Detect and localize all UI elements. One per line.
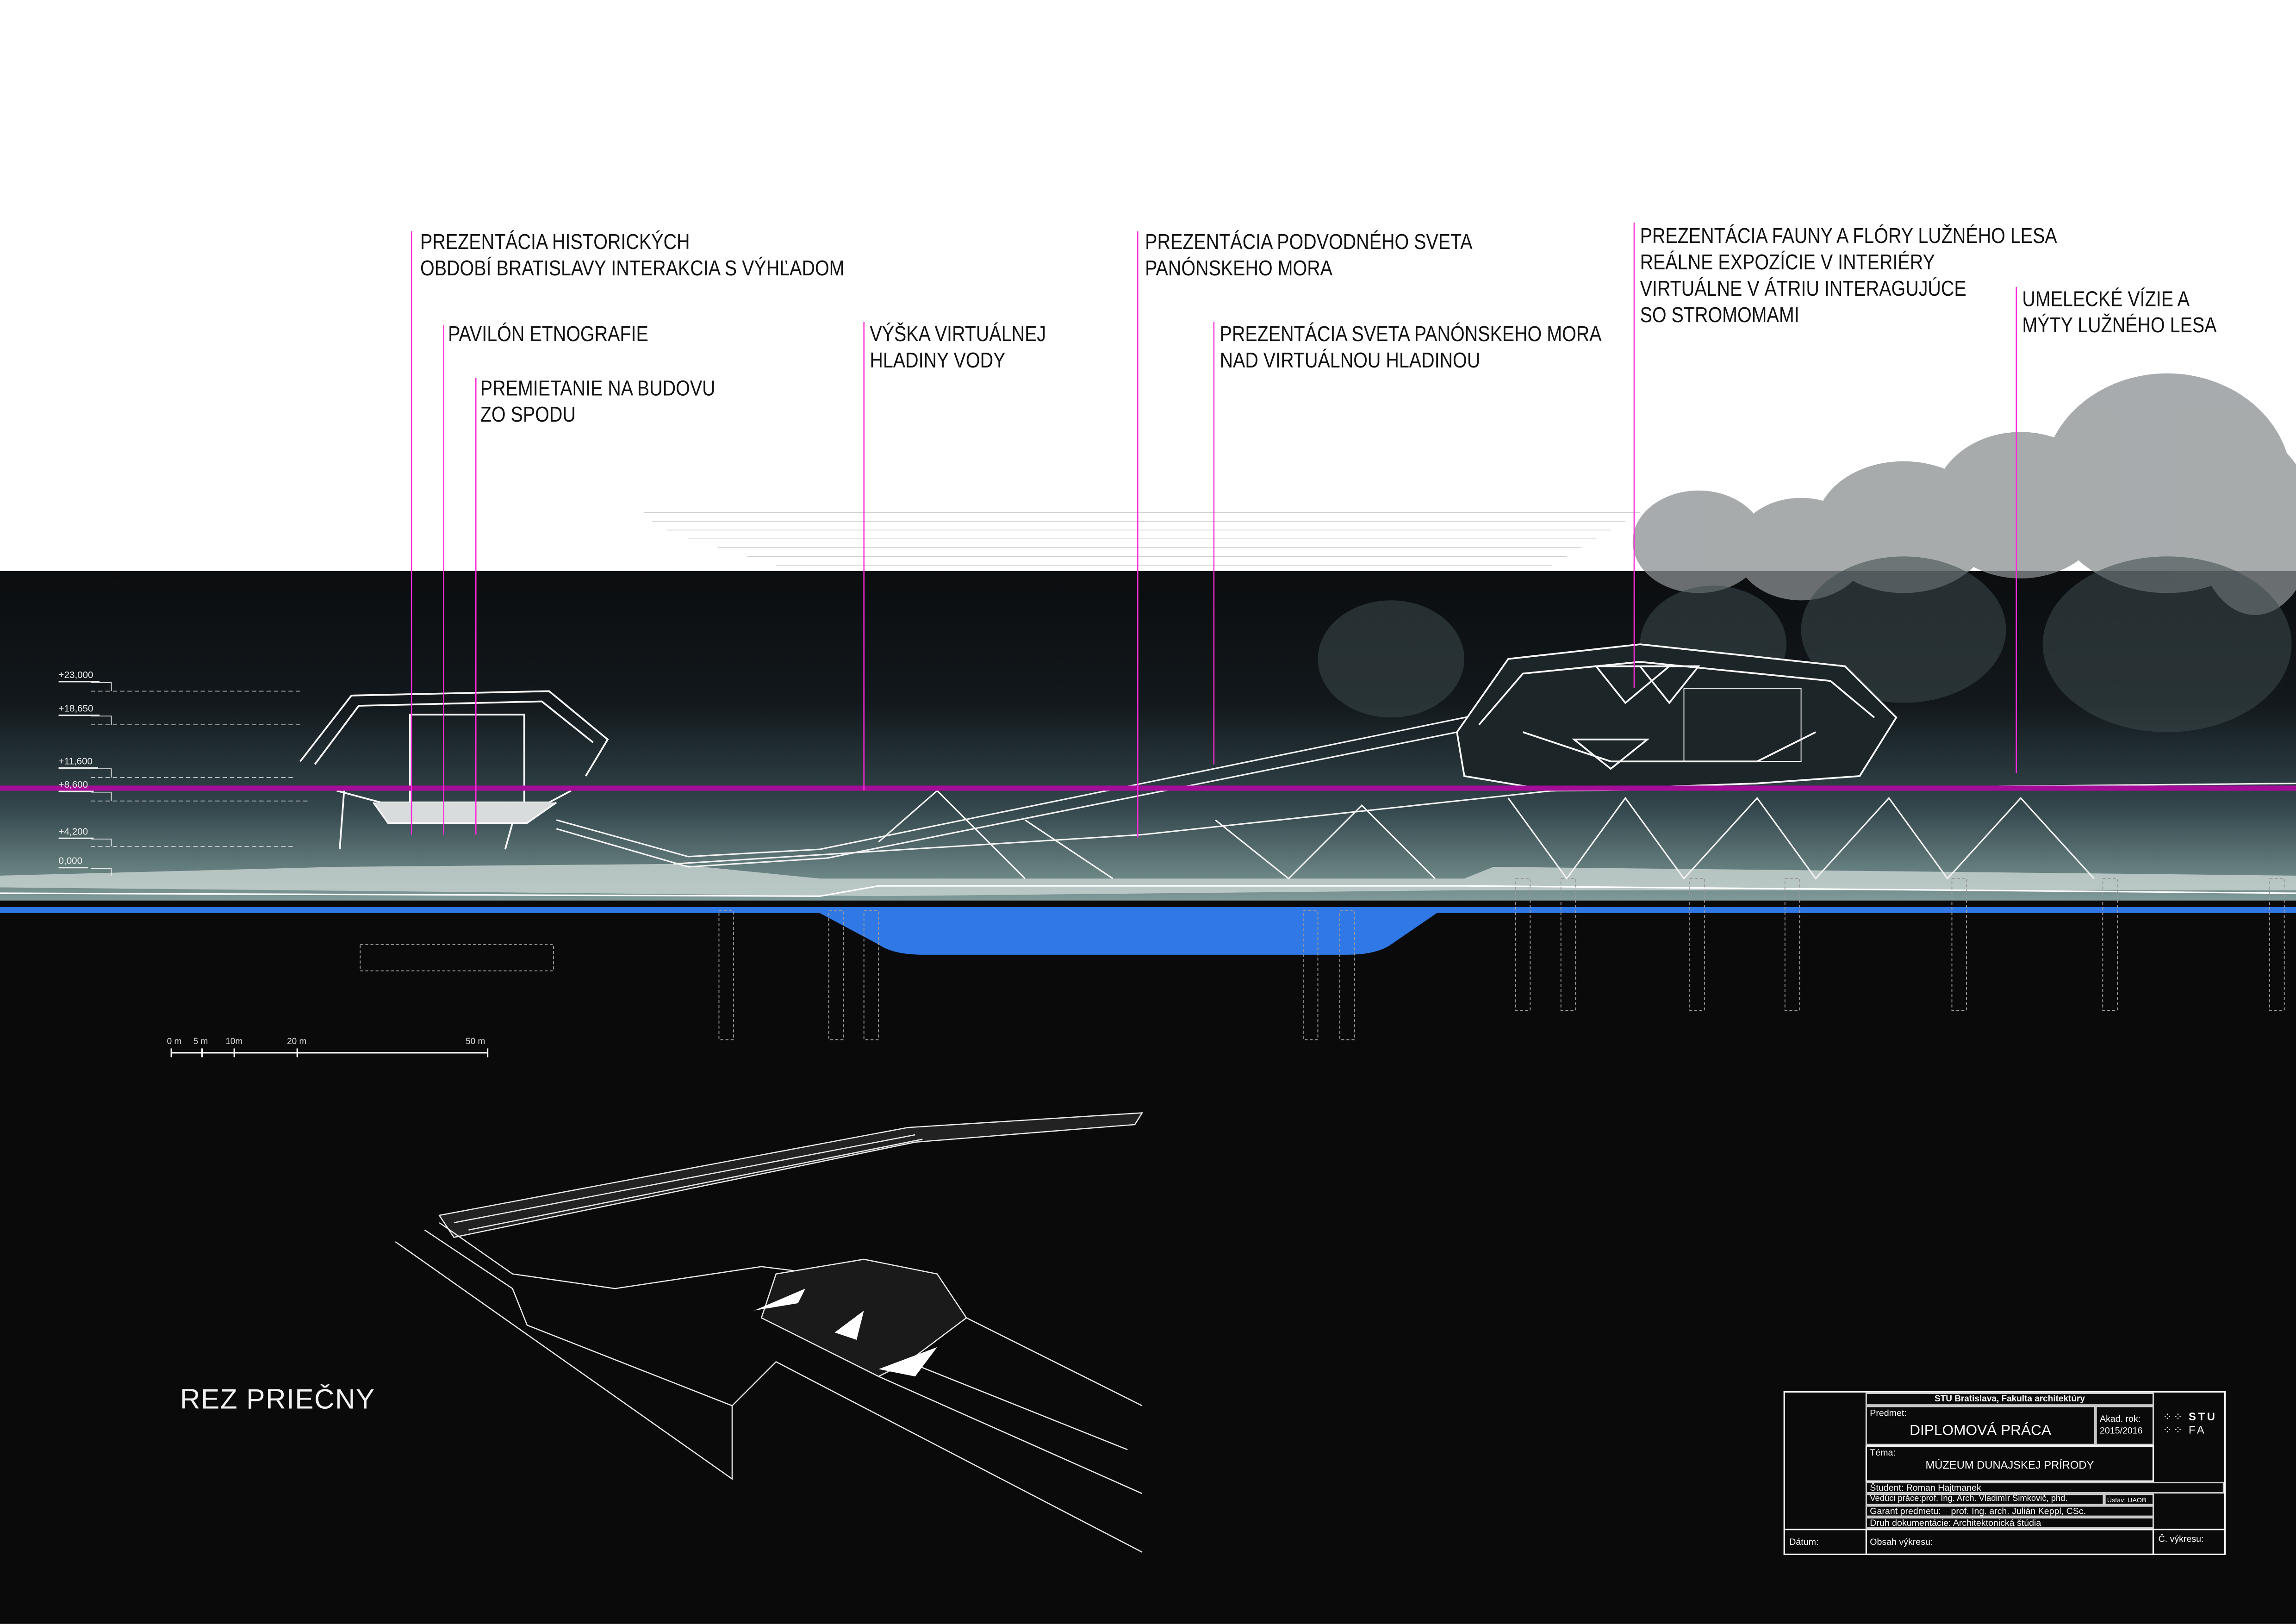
elevation-label: +8,600 (58, 780, 94, 792)
annotation-line: PREZENTÁCIA PODVODNÉHO SVETA (1145, 231, 1473, 255)
annotation-line: VIRTUÁLNE V ÁTRIU INTERAGUJÚCE (1640, 278, 1966, 302)
ustav: Ústav: UAOB (2104, 1493, 2154, 1506)
elevation-label: +23,000 (58, 671, 100, 683)
annotation-ethnography-pavilion: PAVILÓN ETNOGRAFIE (448, 322, 648, 348)
annotation-pannonian-sea: PREZENTÁCIA SVETA PANÓNSKEHO MORA NAD VI… (1220, 322, 1602, 375)
forest-trees-lower (1318, 556, 2292, 732)
annotation-line: ZO SPODU (480, 404, 576, 428)
akad-rok-cell: Akad. rok: 2015/2016 (2095, 1406, 2154, 1445)
akad-rok-label: Akad. rok: (2100, 1414, 2141, 1425)
annotation-line: PREMIETANIE NA BUDOVU (480, 378, 716, 401)
obsah-label: Obsah výkresu: (1870, 1537, 1933, 1548)
virtual-water-level-line (0, 785, 2296, 791)
elevation-label: +11,600 (58, 757, 99, 769)
elevation-label: +18,650 (58, 704, 100, 716)
garant-predmetu: Garant predmetu: prof. Ing. arch. Julián… (1865, 1505, 2154, 1517)
annotation-line: UMELECKÉ VÍZIE A (2022, 288, 2190, 312)
scale-label: 50 m (466, 1038, 485, 1047)
perspective-model-view (395, 1112, 1144, 1553)
akad-rok-value: 2015/2016 (2100, 1426, 2143, 1437)
predmet-label: Predmet: (1870, 1408, 1907, 1419)
stu-fa-logo: ⁘⁘ STU ⁘⁘ FA (2163, 1410, 2217, 1437)
annotation-line: MÝTY LUŽNÉHO LESA (2022, 315, 2217, 338)
scale-label: 0 m (167, 1038, 182, 1047)
druh-dokumentacie: Druh dokumentácie: Architektonická štúdi… (1865, 1517, 2154, 1529)
elevation-label: +4,200 (58, 828, 94, 839)
annotation-line: PREZENTÁCIA FAUNY A FLÓRY LUŽNÉHO LESA (1640, 225, 2057, 249)
datum-label: Dátum: (1789, 1537, 1819, 1548)
ramp-bridge (556, 714, 2296, 880)
predmet-cell: Predmet: DIPLOMOVÁ PRÁCA (1865, 1406, 2096, 1445)
scale-label: 20 m (287, 1038, 307, 1047)
scale-label: 10m (225, 1038, 243, 1047)
institution: STU Bratislava, Fakulta architektúry (1865, 1392, 2154, 1406)
ethnography-pavilion (299, 690, 609, 850)
tema-label: Téma: (1870, 1448, 1896, 1459)
water-level-line (0, 907, 2296, 913)
veduci-prace: Vedúci práce:prof. Ing. Arch. Vladimír Š… (1865, 1493, 2104, 1506)
annotation-line: VÝŠKA VIRTUÁLNEJ (870, 324, 1046, 347)
scale-label: 5 m (193, 1038, 208, 1047)
ground (0, 864, 2296, 896)
water-pool (812, 909, 1443, 955)
annotation-artistic-visions: UMELECKÉ VÍZIE A MÝTY LUŽNÉHO LESA (2022, 287, 2216, 340)
annotation-line: PREZENTÁCIA SVETA PANÓNSKEHO MORA (1220, 324, 1602, 347)
annotation-line: PREZENTÁCIA HISTORICKÝCH (420, 231, 690, 255)
annotation-historical: PREZENTÁCIA HISTORICKÝCH OBDOBÍ BRATISLA… (420, 230, 844, 283)
annotation-line: NAD VIRTUÁLNOU HLADINOU (1220, 350, 1481, 373)
cislo-vykresu-label: Č. výkresu: (2158, 1534, 2204, 1545)
title-block: STU Bratislava, Fakulta architektúry Pre… (1783, 1391, 2226, 1556)
annotation-leader-lines (411, 222, 2017, 838)
scale-bar-graphic (170, 1048, 489, 1058)
forest-trees (1632, 373, 2296, 615)
student: Študent: Roman Hajtmanek (1865, 1481, 2224, 1494)
perspective-highlights (754, 1288, 937, 1377)
tema-cell: Téma: MÚZEUM DUNAJSKEJ PRÍRODY (1865, 1445, 2154, 1482)
predmet-value: DIPLOMOVÁ PRÁCA (1910, 1423, 2052, 1440)
annotation-line: PANÓNSKEHO MORA (1145, 257, 1332, 281)
annotation-underwater-world: PREZENTÁCIA PODVODNÉHO SVETA PANÓNSKEHO … (1145, 230, 1472, 283)
obsah-vykresu: Obsah výkresu: (1865, 1529, 2154, 1556)
horizon-hatching (644, 512, 1640, 566)
annotation-projection: PREMIETANIE NA BUDOVU ZO SPODU (480, 376, 716, 429)
logo-stu: STU (2188, 1410, 2217, 1424)
annotation-line: REÁLNE EXPOZÍCIE V INTERIÉRY (1640, 252, 1935, 275)
annotation-line: PAVILÓN ETNOGRAFIE (448, 324, 648, 347)
logo-fa: FA (2188, 1423, 2207, 1437)
tema-value: MÚZEUM DUNAJSKEJ PRÍRODY (1925, 1458, 2094, 1472)
elevation-label: 0,000 (58, 857, 88, 869)
main-museum-building (1456, 643, 1898, 792)
foundation-piles (360, 878, 2285, 1040)
annotation-fauna-flora: PREZENTÁCIA FAUNY A FLÓRY LUŽNÉHO LESA R… (1640, 224, 2057, 330)
annotation-virtual-water-height: VÝŠKA VIRTUÁLNEJ HLADINY VODY (870, 322, 1046, 375)
elevation-lines (91, 691, 308, 847)
annotation-line: OBDOBÍ BRATISLAVY INTERAKCIA S VÝHĽADOM (420, 257, 845, 281)
drawing-title: REZ PRIEČNY (180, 1385, 375, 1416)
annotation-line: HLADINY VODY (870, 350, 1006, 373)
annotation-line: SO STROMOMAMI (1640, 305, 1799, 328)
